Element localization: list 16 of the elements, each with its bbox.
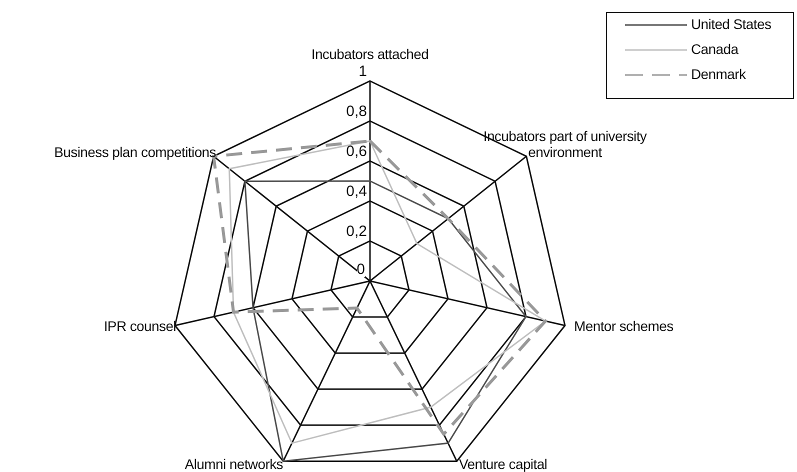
legend-label: United States xyxy=(691,16,772,32)
tick-label: 0,8 xyxy=(346,103,367,120)
axis-label: IPR counsel xyxy=(104,318,176,334)
legend-label: Denmark xyxy=(691,66,746,82)
axis-label: Mentor schemes xyxy=(574,318,674,334)
tick-label: 0,2 xyxy=(346,223,367,240)
legend-label: Canada xyxy=(691,41,738,57)
axis-label: Business plan competitions xyxy=(54,144,216,160)
tick-label: 0 xyxy=(356,262,365,277)
axis-label: Alumni networks xyxy=(184,456,283,472)
axis-label: Incubators part of university environment xyxy=(482,128,648,160)
tick-label: 1 xyxy=(358,63,367,80)
axis-label: Incubators attached xyxy=(310,46,430,62)
tick-label: 0,6 xyxy=(346,143,367,160)
tick-label: 0,4 xyxy=(346,183,367,200)
axis-label: Venture capital xyxy=(459,456,548,472)
